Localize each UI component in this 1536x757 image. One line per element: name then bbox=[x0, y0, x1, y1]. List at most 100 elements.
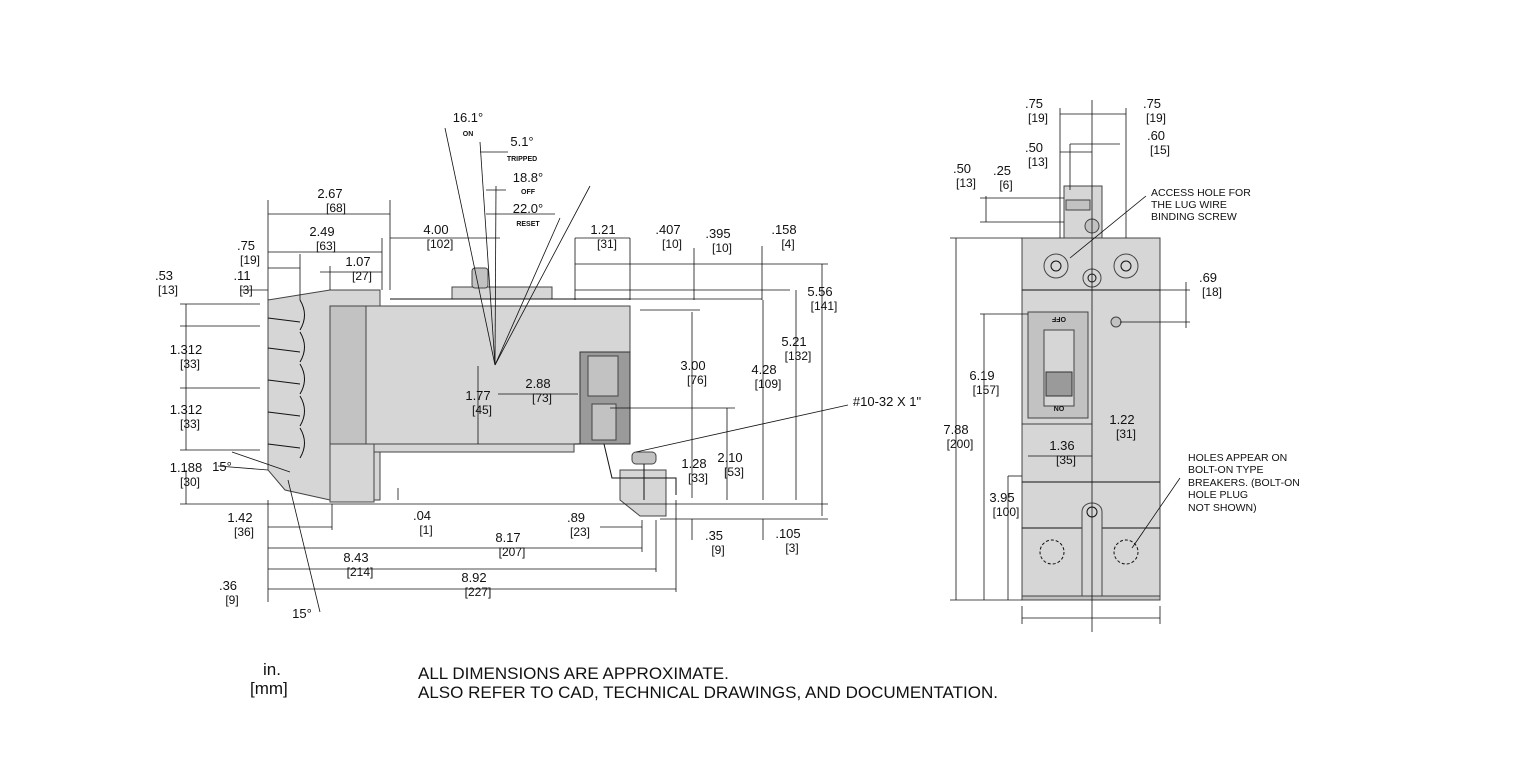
dim-2-88-in: 2.88 bbox=[525, 376, 550, 391]
f-dim-3-95-in: 3.95 bbox=[989, 490, 1014, 505]
f-dim-069-mm: [18] bbox=[1202, 285, 1222, 299]
disclaimer-line1: ALL DIMENSIONS ARE APPROXIMATE. bbox=[418, 664, 729, 683]
angle-5-1: 5.1° bbox=[510, 134, 533, 149]
dim-1-07-mm: [27] bbox=[352, 269, 372, 283]
dim-1-188-in: 1.188 bbox=[170, 460, 203, 475]
f-dim-060-mm: [15] bbox=[1150, 143, 1170, 157]
dim-8-43-mm: [214] bbox=[347, 565, 374, 579]
dim-035-mm: [9] bbox=[711, 543, 724, 557]
f-dim-060-in: .60 bbox=[1147, 128, 1165, 143]
angle-16-1: 16.1° bbox=[453, 110, 484, 125]
angle-15-lower: 15° bbox=[292, 606, 312, 621]
dim-1-312-b-mm: [33] bbox=[180, 417, 200, 431]
angle-5-1-state: TRIPPED bbox=[507, 156, 537, 163]
dim-011-mm: [3] bbox=[239, 283, 252, 297]
front-view-labels: .75 [19] .75 [19] .60 [15] .50 [13] .50 … bbox=[943, 96, 1300, 519]
dim-0407-in: .407 bbox=[655, 222, 680, 237]
f-dim-075b-in: .75 bbox=[1143, 96, 1161, 111]
dim-036-mm: [9] bbox=[225, 593, 238, 607]
unit-inches: in. bbox=[263, 660, 281, 679]
dim-089-in: .89 bbox=[567, 510, 585, 525]
dim-5-21-in: 5.21 bbox=[781, 334, 806, 349]
dim-1-28-mm: [33] bbox=[688, 471, 708, 485]
dim-053-in: .53 bbox=[155, 268, 173, 283]
angle-16-1-state: ON bbox=[463, 131, 474, 138]
dim-0158-in: .158 bbox=[771, 222, 796, 237]
dim-0105-mm: [3] bbox=[785, 541, 798, 555]
holes-note-line3: BREAKERS. (BOLT-ON bbox=[1188, 477, 1300, 489]
dim-2-49-in: 2.49 bbox=[309, 224, 334, 239]
holes-note-line4: HOLE PLUG bbox=[1188, 489, 1248, 501]
dim-004-mm: [1] bbox=[419, 523, 432, 537]
f-dim-075a-in: .75 bbox=[1025, 96, 1043, 111]
dim-8-92-in: 8.92 bbox=[461, 570, 486, 585]
dim-0158-mm: [4] bbox=[781, 237, 794, 251]
unit-millimeters: [mm] bbox=[250, 679, 288, 698]
f-dim-050a-mm: [13] bbox=[1028, 155, 1048, 169]
dim-5-56-in: 5.56 bbox=[807, 284, 832, 299]
f-dim-7-88-in: 7.88 bbox=[943, 422, 968, 437]
dim-053-mm: [13] bbox=[158, 283, 178, 297]
dim-2-49-mm: [63] bbox=[316, 239, 336, 253]
angle-22-0: 22.0° bbox=[513, 201, 544, 216]
f-dim-1-36-in: 1.36 bbox=[1049, 438, 1074, 453]
dim-0105-in: .105 bbox=[775, 526, 800, 541]
front-view-body bbox=[1021, 185, 1161, 601]
unit-legend: in. bbox=[258, 660, 286, 679]
dim-1-21-mm: [31] bbox=[597, 237, 617, 251]
dim-1-28-in: 1.28 bbox=[681, 456, 706, 471]
dim-2-88-mm: [73] bbox=[532, 391, 552, 405]
dim-075-mm: [19] bbox=[240, 253, 260, 267]
dim-2-10-mm: [53] bbox=[724, 465, 744, 479]
dim-4-00-in: 4.00 bbox=[423, 222, 448, 237]
dim-8-17-mm: [207] bbox=[499, 545, 526, 559]
dim-1-312-a-in: 1.312 bbox=[170, 342, 203, 357]
dim-8-43-in: 8.43 bbox=[343, 550, 368, 565]
dim-5-56-mm: [141] bbox=[811, 299, 838, 313]
dim-1-188-mm: [30] bbox=[180, 475, 200, 489]
angle-15-upper: 15° bbox=[212, 459, 232, 474]
screw-label: #10-32 X 1" bbox=[853, 394, 922, 409]
dim-1-312-a-mm: [33] bbox=[180, 357, 200, 371]
side-view-body bbox=[267, 267, 677, 517]
angle-22-0-state: RESET bbox=[516, 221, 540, 228]
angle-18-8: 18.8° bbox=[513, 170, 544, 185]
dim-8-92-mm: [227] bbox=[465, 585, 492, 599]
dim-004-in: .04 bbox=[413, 508, 431, 523]
dim-4-28-in: 4.28 bbox=[751, 362, 776, 377]
access-note-line2: THE LUG WIRE bbox=[1151, 199, 1227, 211]
dim-0395-in: .395 bbox=[705, 226, 730, 241]
dim-4-28-mm: [109] bbox=[755, 377, 782, 391]
disclaimer: ALL DIMENSIONS ARE APPROXIMATE. ALSO REF… bbox=[418, 664, 998, 702]
handle-off-label: OFF bbox=[1051, 315, 1066, 322]
f-dim-025-mm: [6] bbox=[999, 178, 1012, 192]
f-dim-025-in: .25 bbox=[993, 163, 1011, 178]
dim-1-77-mm: [45] bbox=[472, 403, 492, 417]
side-view-labels: 2.67 [68] 2.49 [63] .75 [19] 1.07 [27] .… bbox=[155, 110, 922, 621]
f-dim-1-22-in: 1.22 bbox=[1109, 412, 1134, 427]
dim-1-42-in: 1.42 bbox=[227, 510, 252, 525]
f-dim-075b-mm: [19] bbox=[1146, 111, 1166, 125]
access-note-line3: BINDING SCREW bbox=[1151, 211, 1237, 223]
f-dim-7-88-mm: [200] bbox=[947, 437, 974, 451]
f-dim-050b-in: .50 bbox=[953, 161, 971, 176]
holes-note-line2: BOLT-ON TYPE bbox=[1188, 464, 1263, 476]
dim-1-42-mm: [36] bbox=[234, 525, 254, 539]
access-note-line1: ACCESS HOLE FOR bbox=[1151, 187, 1251, 199]
holes-note-line5: NOT SHOWN) bbox=[1188, 502, 1257, 514]
handle-on-label: ON bbox=[1054, 404, 1065, 411]
dim-0395-mm: [10] bbox=[712, 241, 732, 255]
dim-3-00-mm: [76] bbox=[687, 373, 707, 387]
dim-2-10-in: 2.10 bbox=[717, 450, 742, 465]
dim-1-21-in: 1.21 bbox=[590, 222, 615, 237]
dim-036-in: .36 bbox=[219, 578, 237, 593]
dim-3-00-in: 3.00 bbox=[680, 358, 705, 373]
dim-035-in: .35 bbox=[705, 528, 723, 543]
dim-0407-mm: [10] bbox=[662, 237, 682, 251]
f-dim-1-22-mm: [31] bbox=[1116, 427, 1136, 441]
f-dim-050a-in: .50 bbox=[1025, 140, 1043, 155]
dim-1-312-b-in: 1.312 bbox=[170, 402, 203, 417]
f-dim-6-19-in: 6.19 bbox=[969, 368, 994, 383]
holes-note-line1: HOLES APPEAR ON bbox=[1188, 452, 1287, 464]
